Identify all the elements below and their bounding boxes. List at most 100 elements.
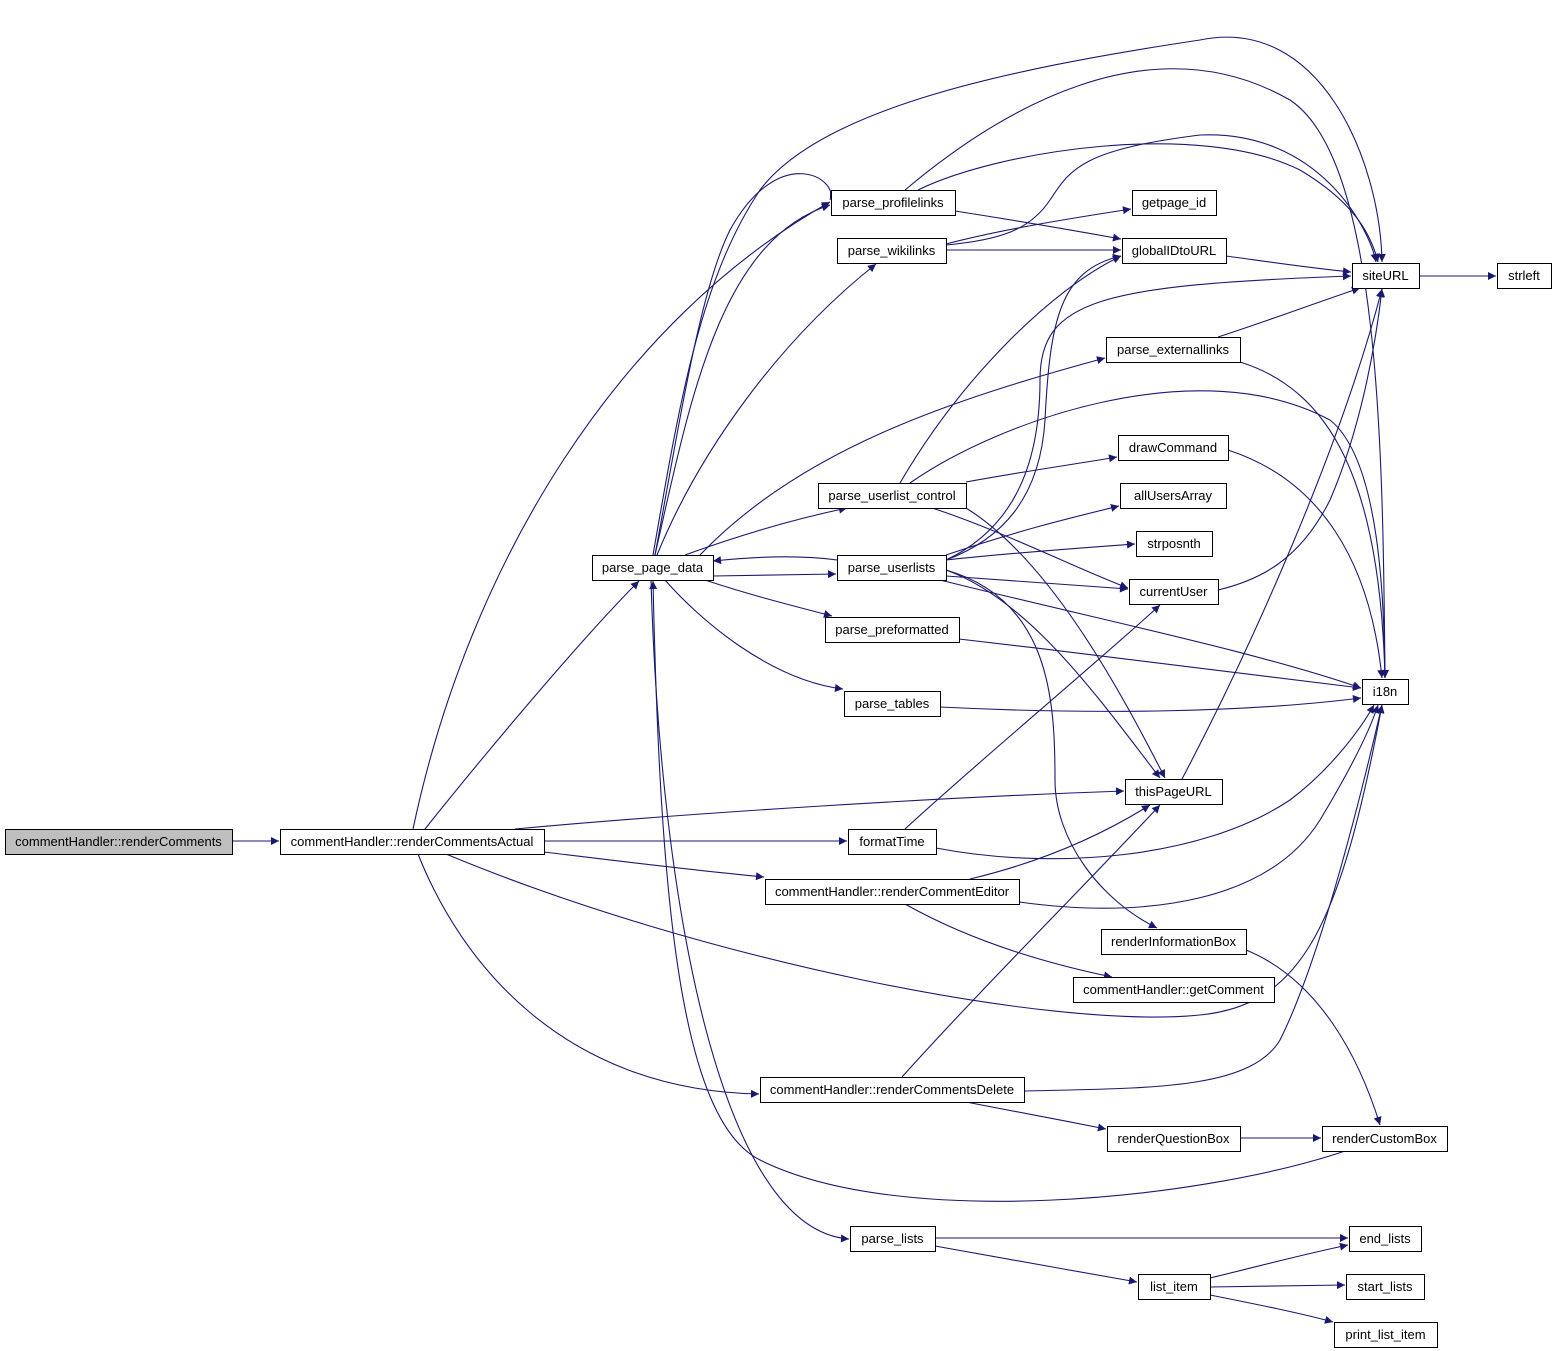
node-parse_page_data[interactable]: parse_page_data: [592, 555, 714, 581]
node-label: parse_wikilinks: [848, 243, 936, 258]
node-label: siteURL: [1362, 268, 1408, 283]
node-parse_preformatted[interactable]: parse_preformatted: [825, 617, 960, 643]
node-list_item[interactable]: list_item: [1138, 1274, 1211, 1300]
node-box: [837, 238, 947, 264]
node-label: commentHandler::renderCommentsActual: [291, 834, 534, 849]
node-formatTime[interactable]: formatTime: [848, 829, 937, 855]
node-siteURL[interactable]: siteURL: [1352, 263, 1420, 289]
edge-parse_userlists-to-allUsersArray: [945, 504, 1120, 556]
node-label: start_lists: [1358, 1279, 1413, 1294]
edge-parse_page_data-to-i18n: [654, 203, 831, 556]
node-label: strleft: [1508, 268, 1540, 283]
edge-parse_userlists-to-currentUser: [945, 575, 1129, 593]
node-parse_profilelinks[interactable]: parse_profilelinks: [831, 190, 956, 216]
node-box: [760, 1077, 1025, 1103]
node-box: [1334, 1322, 1438, 1348]
edge-parse_userlists-to-globalIDtoURL: [945, 253, 1122, 561]
edge-parse_userlist_control-to-globalIDtoURL: [899, 255, 1122, 484]
edge-parse_userlists-to-i18n: [939, 579, 1362, 690]
edge-renderCommentsActual-to-i18n: [445, 704, 1385, 1018]
node-label: commentHandler::renderCommentsDelete: [770, 1082, 1014, 1097]
node-parse_wikilinks[interactable]: parse_wikilinks: [837, 238, 947, 264]
edge-parse_userlist_control-to-i18n: [909, 390, 1389, 679]
edge-parse_userlist_control-to-drawCommand: [965, 454, 1118, 483]
node-label: thisPageURL: [1135, 784, 1212, 799]
edge-list_item-to-end_lists: [1209, 1242, 1349, 1279]
node-drawCommand[interactable]: drawCommand: [1118, 435, 1229, 461]
node-start_lists[interactable]: start_lists: [1346, 1274, 1425, 1300]
node-label: commentHandler::renderCommentEditor: [775, 884, 1010, 899]
node-end_lists[interactable]: end_lists: [1349, 1226, 1422, 1252]
edge-renderCommentsDelete-to-i18n: [1023, 704, 1385, 1092]
edge-list_item-to-start_lists: [1209, 1281, 1346, 1290]
node-i18n[interactable]: i18n: [1362, 679, 1409, 705]
node-getComment[interactable]: commentHandler::getComment: [1073, 977, 1275, 1003]
node-print_list_item[interactable]: print_list_item: [1334, 1322, 1438, 1348]
edge-parse_profilelinks-to-i18n: [904, 68, 1389, 679]
node-label: parse_page_data: [602, 560, 704, 575]
node-label: allUsersArray: [1134, 488, 1213, 503]
node-renderCommentEditor[interactable]: commentHandler::renderCommentEditor: [765, 879, 1020, 905]
node-label: getpage_id: [1142, 195, 1206, 210]
node-label: drawCommand: [1129, 440, 1217, 455]
node-renderComments[interactable]: commentHandler::renderComments: [5, 829, 233, 855]
node-renderQuestionBox[interactable]: renderQuestionBox: [1107, 1126, 1241, 1152]
node-label: parse_userlists: [848, 560, 936, 575]
node-box: [831, 190, 956, 216]
edge-parse_page_data-to-parse_preformatted: [704, 579, 833, 618]
node-allUsersArray[interactable]: allUsersArray: [1120, 483, 1227, 509]
node-renderCommentsDelete[interactable]: commentHandler::renderCommentsDelete: [760, 1077, 1025, 1103]
edge-renderCommentsDelete-to-renderQuestionBox: [965, 1101, 1107, 1132]
node-currentUser[interactable]: currentUser: [1129, 579, 1219, 605]
node-box: [1125, 779, 1223, 805]
edge-parse_wikilinks-to-siteURL: [945, 134, 1379, 263]
edge-parse_userlists-to-thisPageURL: [945, 569, 1161, 779]
edge-parse_page_data-to-parse_lists: [650, 579, 850, 1243]
node-label: formatTime: [859, 834, 924, 849]
edge-parse_page_data-to-parse_userlists: [712, 570, 837, 579]
node-parse_lists[interactable]: parse_lists: [850, 1226, 936, 1252]
node-globalIDtoURL[interactable]: globalIDtoURL: [1122, 238, 1227, 264]
node-box: [1107, 1126, 1241, 1152]
edge-renderCommentEditor-to-getComment: [904, 903, 1113, 980]
edge-parse_userlist_control-to-currentUser: [931, 507, 1129, 589]
edge-globalIDtoURL-to-siteURL: [1225, 255, 1352, 276]
node-label: globalIDtoURL: [1132, 243, 1217, 258]
edge-list_item-to-print_list_item: [1209, 1294, 1334, 1324]
node-box: [1362, 679, 1409, 705]
edge-parse_profilelinks-to-globalIDtoURL: [954, 210, 1122, 242]
node-parse_userlists[interactable]: parse_userlists: [837, 555, 947, 581]
node-parse_userlist_control[interactable]: parse_userlist_control: [818, 483, 967, 509]
edge-parse_page_data-to-parse_userlist_control: [684, 505, 848, 556]
node-label: commentHandler::renderComments: [15, 834, 222, 849]
node-renderCustomBox[interactable]: renderCustomBox: [1322, 1126, 1448, 1152]
edge-parse_lists-to-list_item: [934, 1245, 1138, 1285]
node-strleft[interactable]: strleft: [1497, 263, 1552, 289]
node-box: [848, 829, 937, 855]
node-label: parse_tables: [855, 696, 930, 711]
node-renderInformationBox[interactable]: renderInformationBox: [1101, 929, 1247, 955]
node-label: parse_lists: [861, 1231, 924, 1246]
node-box: [1352, 263, 1420, 289]
node-box: [1132, 190, 1217, 216]
node-renderCommentsActual[interactable]: commentHandler::renderCommentsActual: [280, 829, 545, 855]
edge-renderCommentEditor-to-i18n: [1018, 704, 1380, 909]
node-box: [1322, 1126, 1448, 1152]
node-strposnth[interactable]: strposnth: [1136, 531, 1213, 557]
node-box: [1101, 929, 1247, 955]
node-thisPageURL[interactable]: thisPageURL: [1125, 779, 1223, 805]
edge-parse_externallinks-to-i18n: [1239, 361, 1389, 679]
node-label: parse_profilelinks: [842, 195, 944, 210]
edge-currentUser-to-siteURL: [1217, 288, 1386, 591]
edge-renderCustomBox-to-parse_page_data: [649, 580, 1346, 1202]
node-parse_tables[interactable]: parse_tables: [844, 691, 941, 717]
node-label: parse_preformatted: [835, 622, 948, 637]
node-getpage_id[interactable]: getpage_id: [1132, 190, 1217, 216]
edge-parse_userlists-to-parse_page_data: [712, 556, 838, 565]
node-box: [1349, 1226, 1422, 1252]
node-box: [1129, 579, 1219, 605]
node-parse_externallinks[interactable]: parse_externallinks: [1106, 337, 1241, 363]
node-box: [1073, 977, 1275, 1003]
